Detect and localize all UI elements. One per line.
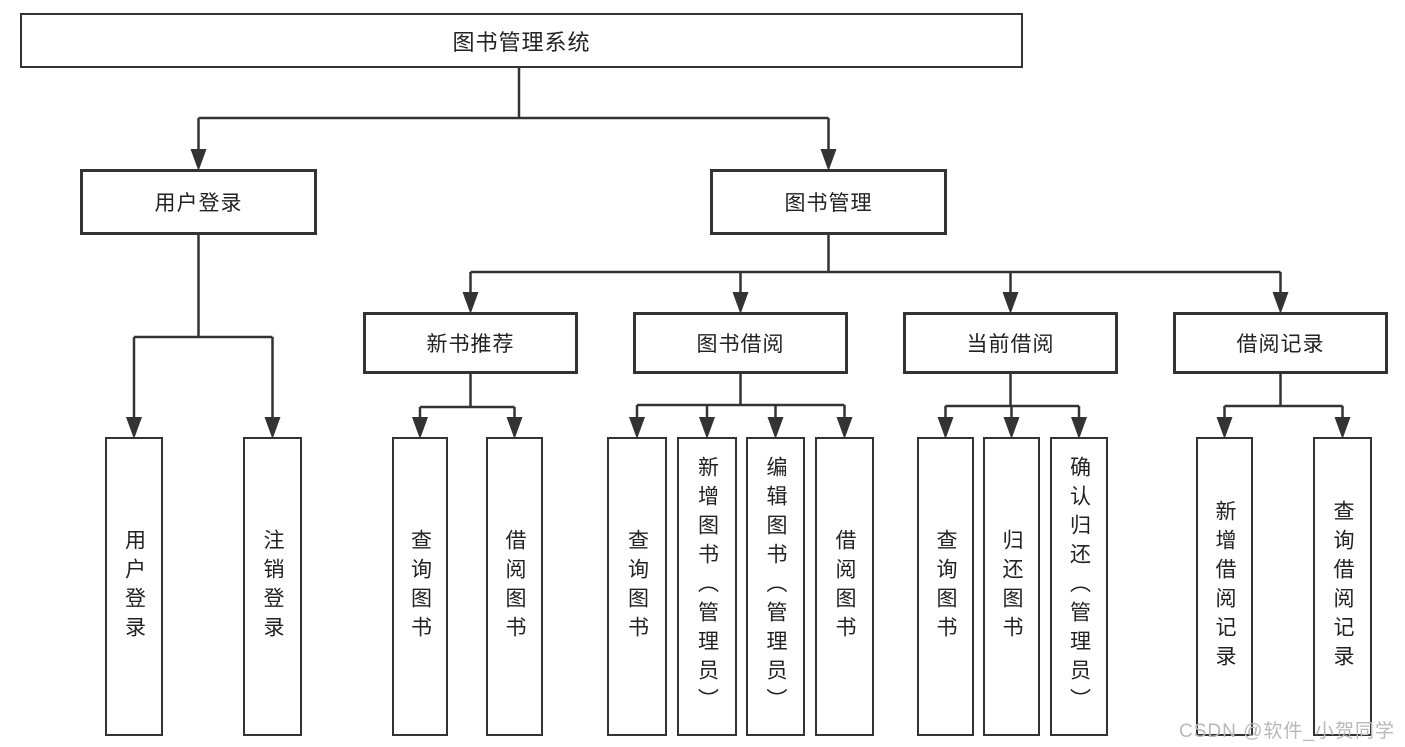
leaf-query-books-borrow: 查询图书 bbox=[607, 437, 667, 736]
csdn-watermark: CSDN @软件_小贺同学 bbox=[1179, 721, 1395, 742]
node-library-management-system: 图书管理系统 bbox=[20, 13, 1023, 68]
leaf-borrow-books: 借阅图书 bbox=[815, 437, 874, 736]
node-new-book-recommendation: 新书推荐 bbox=[363, 312, 578, 374]
node-current-borrowing: 当前借阅 bbox=[903, 312, 1118, 374]
leaf-logout: 注销登录 bbox=[243, 437, 302, 736]
leaf-query-borrowing-record: 查询借阅记录 bbox=[1313, 437, 1372, 736]
leaf-add-borrowing-record: 新增借阅记录 bbox=[1196, 437, 1253, 736]
leaf-user-login: 用户登录 bbox=[105, 437, 163, 736]
node-user-login: 用户登录 bbox=[80, 169, 317, 235]
leaf-query-books-recommend: 查询图书 bbox=[392, 437, 448, 736]
node-book-management: 图书管理 bbox=[710, 169, 947, 235]
leaf-borrow-books-recommend: 借阅图书 bbox=[486, 437, 543, 736]
node-borrowing-records: 借阅记录 bbox=[1173, 312, 1388, 374]
leaf-edit-book-admin: 编辑图书（管理员） bbox=[746, 437, 805, 736]
node-book-borrowing: 图书借阅 bbox=[633, 312, 848, 374]
leaf-return-books: 归还图书 bbox=[983, 437, 1040, 736]
leaf-add-book-admin: 新增图书（管理员） bbox=[677, 437, 737, 736]
leaf-query-books-current: 查询图书 bbox=[917, 437, 974, 736]
leaf-confirm-return-admin: 确认归还（管理员） bbox=[1050, 437, 1108, 736]
